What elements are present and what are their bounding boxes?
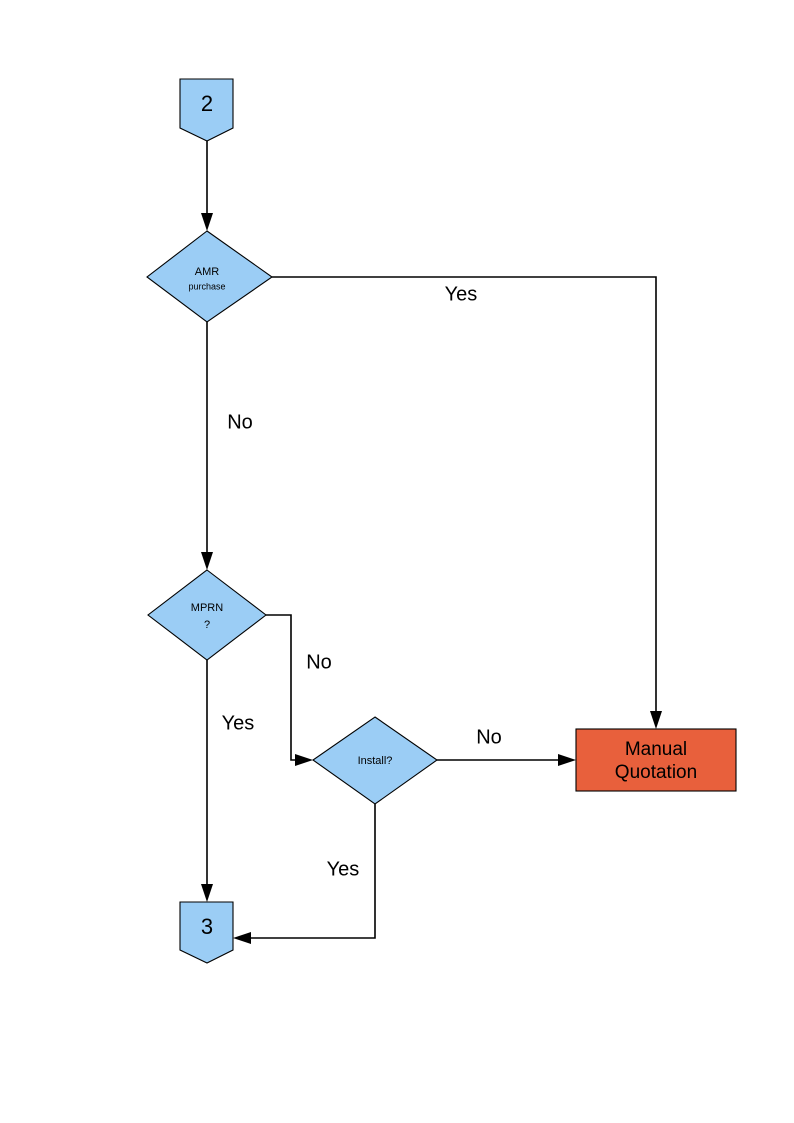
node-process-manual-quotation[interactable]: Manual Quotation: [575, 728, 737, 792]
edge-label-amr-no: No: [227, 411, 253, 433]
decision-amr-label-line2: purchase: [188, 281, 225, 291]
connector-in-label: 2: [201, 91, 213, 116]
edge-label-mprn-yes: Yes: [222, 712, 255, 734]
diamond-shape: [312, 716, 438, 805]
manual-quotation-label-line1: Manual: [625, 739, 687, 760]
arrowhead-icon: [201, 213, 213, 231]
edge-amr-yes-to-manual-quotation: [272, 276, 662, 729]
node-connector-out[interactable]: 3: [179, 901, 234, 964]
edge-mprn-no-to-install: [266, 614, 313, 766]
edge-install-yes-to-connector-out: [233, 804, 376, 944]
arrowhead-icon: [201, 552, 213, 570]
edge-line: [266, 614, 303, 761]
edge-line: [243, 804, 376, 939]
edge-label-install-yes: Yes: [327, 858, 360, 880]
connector-out-label: 3: [201, 914, 213, 939]
decision-mprn-label-line2: ?: [204, 619, 210, 631]
arrowhead-icon: [650, 711, 662, 729]
diamond-shape: [146, 230, 273, 323]
pentagon-connector-shape: [179, 78, 234, 142]
edge-label-amr-yes: Yes: [445, 283, 478, 305]
node-decision-mprn[interactable]: MPRN ?: [147, 569, 267, 661]
edge-install-no-to-manual-quotation: [437, 754, 576, 766]
diamond-shape: [147, 569, 267, 661]
node-decision-install[interactable]: Install?: [312, 716, 438, 805]
pentagon-connector-shape: [179, 901, 234, 964]
edge-line: [272, 276, 657, 719]
arrowhead-icon: [558, 754, 576, 766]
edge-label-mprn-no: No: [306, 651, 332, 673]
decision-install-label: Install?: [358, 755, 393, 767]
edge-amr-no-to-mprn: [201, 322, 213, 570]
node-decision-amr-purchase[interactable]: AMR purchase: [146, 230, 273, 323]
arrowhead-icon: [233, 932, 251, 944]
edge-mprn-yes-to-connector-out: [201, 660, 213, 902]
decision-mprn-label-line1: MPRN: [191, 602, 223, 614]
node-connector-in[interactable]: 2: [179, 78, 234, 142]
edge-start-to-amr: [201, 140, 213, 231]
arrowhead-icon: [295, 754, 313, 766]
arrowhead-icon: [201, 884, 213, 902]
decision-amr-label-line1: AMR: [195, 266, 220, 278]
process-rect-shape: [575, 728, 737, 792]
edge-label-install-no: No: [476, 726, 502, 748]
manual-quotation-label-line2: Quotation: [615, 762, 697, 783]
